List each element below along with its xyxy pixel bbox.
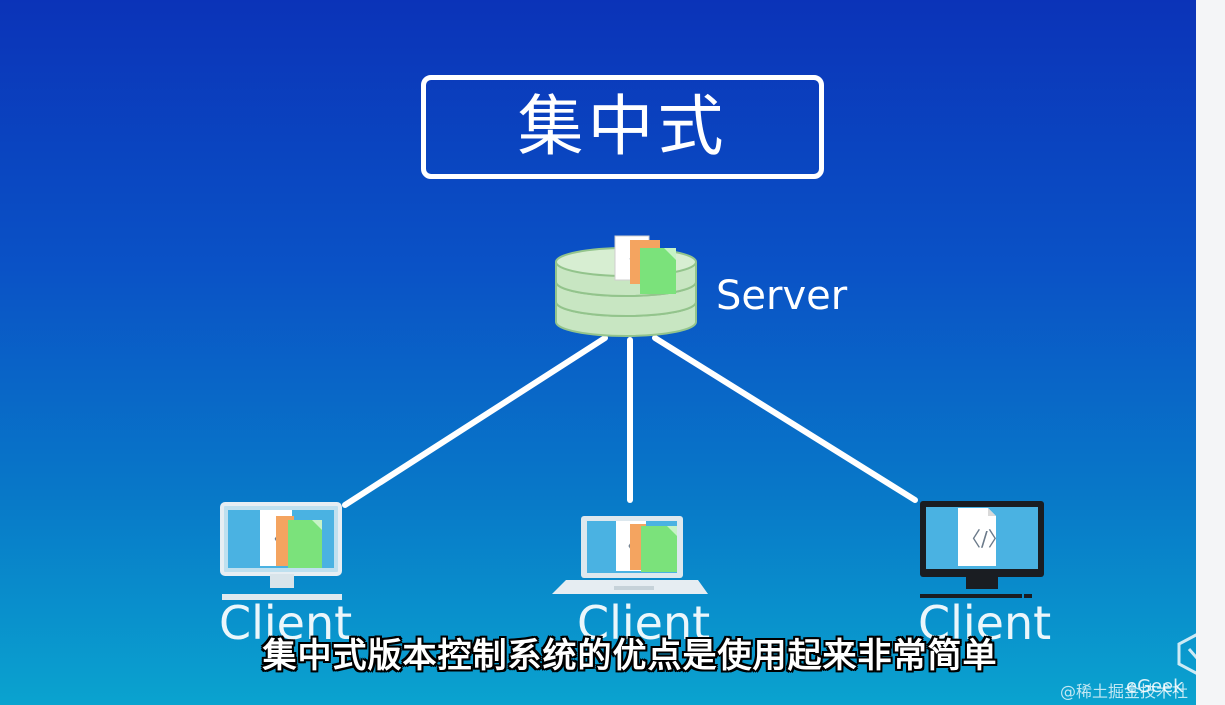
- frame-right-border: [1196, 0, 1225, 705]
- connector-left-client: [342, 335, 608, 508]
- svg-text:〈/〉: 〈/〉: [961, 527, 1008, 551]
- brand-text: eGeek: [1126, 676, 1184, 697]
- video-subtitle: 集中式版本控制系统的优点是使用起来非常简单: [262, 636, 998, 676]
- brand-hexagon-icon: [1177, 633, 1196, 675]
- server-files-icon: 〈: [614, 235, 676, 294]
- slide-title: 集中式: [517, 88, 728, 165]
- platform-watermark: @稀土掘金技术社区: [1060, 682, 1189, 701]
- client-label-right: Client: [918, 596, 1052, 650]
- dark-monitor-icon: 〈/〉: [920, 501, 1044, 598]
- connectors: [342, 335, 918, 508]
- server-label: Server: [716, 273, 848, 319]
- client-label-middle: Client: [577, 596, 711, 650]
- title-box: 集中式: [421, 75, 824, 179]
- client-label-left: Client: [219, 596, 353, 650]
- slide-canvas: 集中式 〈: [0, 0, 1196, 705]
- desktop-monitor-icon: 〈: [220, 502, 342, 600]
- connector-right-client: [652, 335, 918, 503]
- centralized-vcs-diagram: 〈 〈: [220, 235, 1044, 600]
- laptop-icon: 〈: [552, 516, 708, 594]
